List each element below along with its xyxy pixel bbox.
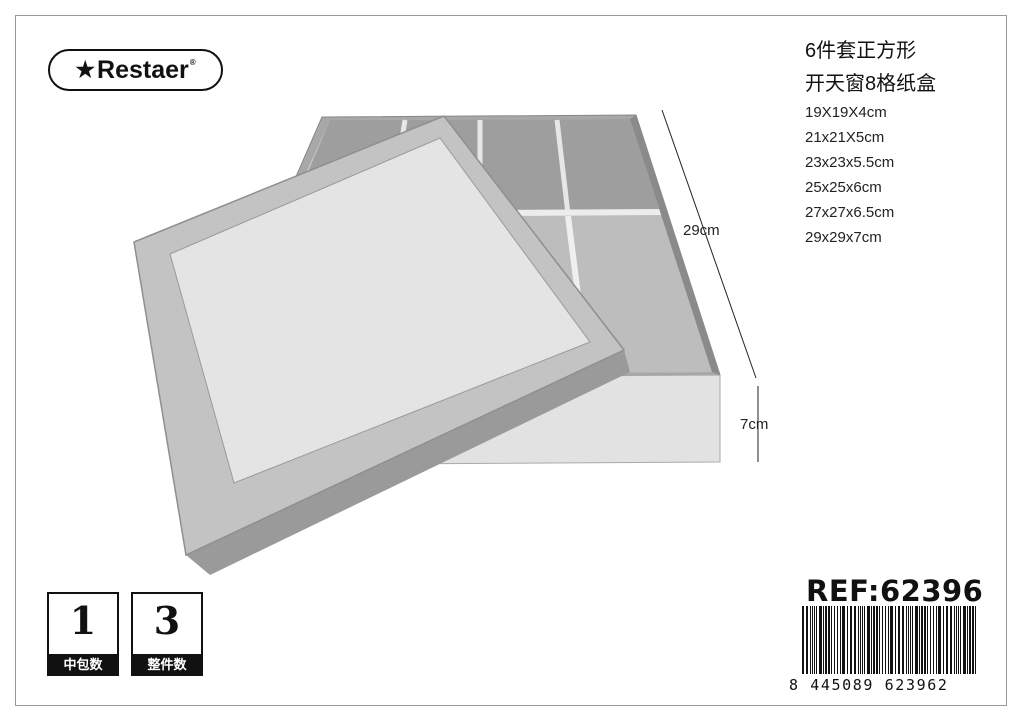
barcode-bar	[902, 606, 904, 674]
barcode-bar	[847, 606, 848, 674]
barcode-bar	[912, 606, 913, 674]
barcode-bar	[864, 606, 865, 674]
carton-pack-count: 3	[153, 598, 181, 643]
barcode-bar	[823, 606, 824, 674]
barcode-bar	[879, 606, 880, 674]
size-item: 25x25x6cm	[805, 179, 882, 196]
size-item: 29x29x7cm	[805, 229, 882, 246]
width-dimension-label: 29cm	[683, 222, 720, 239]
height-dimension-label: 7cm	[740, 416, 769, 433]
size-item: 21x21X5cm	[805, 129, 885, 146]
inner-pack-label: 中包数	[47, 654, 119, 676]
barcode-bar	[936, 606, 937, 674]
barcode-bar	[927, 606, 928, 674]
barcode-bar	[930, 606, 931, 674]
barcode-bar	[890, 606, 893, 674]
barcode-bar	[967, 606, 968, 674]
barcode-bar	[850, 606, 852, 674]
barcode-bar	[873, 606, 875, 674]
size-item: 27x27x6.5cm	[805, 204, 895, 221]
barcode-bar	[969, 606, 971, 674]
barcode-bar	[960, 606, 961, 674]
barcode-bar	[860, 606, 861, 674]
barcode-bar	[867, 606, 870, 674]
barcode-bar	[819, 606, 822, 674]
barcode-bar	[888, 606, 889, 674]
brand-logo: ★ Restaer ®	[48, 49, 223, 91]
barcode-bar	[963, 606, 966, 674]
barcode-bar	[802, 606, 804, 674]
barcode-bar	[812, 606, 813, 674]
inner-pack-count: 1	[69, 598, 97, 643]
barcode-bar	[816, 606, 817, 674]
barcode-bar	[858, 606, 859, 674]
barcode-bar	[810, 606, 811, 674]
page-frame	[15, 15, 1007, 706]
barcode-bar	[825, 606, 827, 674]
barcode-bar	[895, 606, 896, 674]
barcode-bar	[972, 606, 974, 674]
barcode-bar	[840, 606, 841, 674]
barcode-bar	[956, 606, 957, 674]
barcode-bar	[915, 606, 918, 674]
barcode-bar	[882, 606, 883, 674]
barcode-bar	[910, 606, 911, 674]
star-icon: ★	[75, 57, 96, 82]
barcode-bar	[876, 606, 878, 674]
barcode-bar	[958, 606, 959, 674]
barcode-bar	[924, 606, 926, 674]
size-list: 19X19X4cm 21x21X5cm 23x23x5.5cm 25x25x6c…	[805, 100, 894, 250]
product-title-line-1: 6件套正方形	[805, 40, 917, 62]
barcode-bar	[806, 606, 808, 674]
inner-pack-box: 1 中包数	[47, 592, 119, 676]
barcode-bar	[831, 606, 832, 674]
barcode	[802, 606, 976, 674]
barcode-bar	[854, 606, 856, 674]
barcode-bar	[834, 606, 835, 674]
carton-pack-label: 整件数	[131, 654, 203, 676]
barcode-bar	[954, 606, 955, 674]
barcode-digits: 8 445089 623962	[789, 676, 949, 694]
product-title-line-2: 开天窗8格纸盒	[805, 73, 937, 95]
carton-pack-box: 3 整件数	[131, 592, 203, 676]
barcode-bar	[950, 606, 952, 674]
barcode-bar	[933, 606, 934, 674]
brand-name: Restaer	[97, 55, 189, 84]
barcode-bar	[837, 606, 838, 674]
reference-number: REF:62396	[806, 574, 984, 608]
barcode-bar	[842, 606, 845, 674]
registered-mark: ®	[189, 57, 196, 67]
barcode-bar	[908, 606, 909, 674]
barcode-bar	[885, 606, 886, 674]
barcode-bar	[906, 606, 907, 674]
size-item: 19X19X4cm	[805, 104, 887, 121]
barcode-bar	[943, 606, 944, 674]
barcode-bar	[871, 606, 872, 674]
barcode-bar	[921, 606, 923, 674]
size-item: 23x23x5.5cm	[805, 154, 895, 171]
barcode-bar	[975, 606, 976, 674]
barcode-bar	[919, 606, 920, 674]
barcode-bar	[898, 606, 900, 674]
barcode-bar	[938, 606, 941, 674]
barcode-bar	[828, 606, 830, 674]
barcode-bar	[946, 606, 948, 674]
barcode-bar	[814, 606, 815, 674]
barcode-bar	[862, 606, 863, 674]
